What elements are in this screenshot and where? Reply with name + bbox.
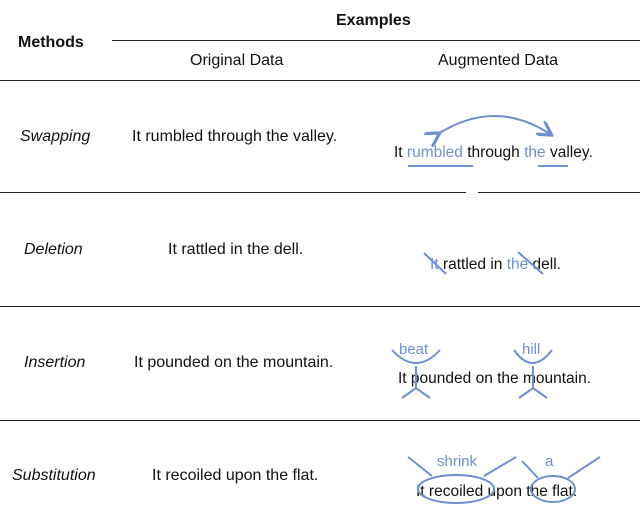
row-rule-2 (0, 306, 640, 307)
augmented-insertion: It pounded on the mountain. (398, 370, 592, 387)
examples-header: Examples (336, 12, 411, 29)
original-swapping: It rumbled through the valley. (132, 128, 338, 145)
sub-connector-1b (483, 456, 517, 477)
augmented-swapping: It rumbled through the valley. (394, 144, 593, 162)
method-substitution: Substitution (12, 467, 96, 484)
inserted-word-2: hill (522, 341, 541, 358)
aug-text: dell. (528, 256, 561, 273)
augmented-data-header: Augmented Data (438, 52, 559, 69)
row-rule-1b (478, 192, 640, 193)
deleted-word-2: the (506, 256, 529, 273)
method-insertion: Insertion (24, 354, 86, 371)
augmented-substitution: It recoiled upon the flat. (416, 483, 578, 500)
method-swapping: Swapping (20, 128, 91, 145)
swap-arrow (438, 115, 550, 134)
header-bottom-rule (0, 80, 640, 81)
sub-connector-1a (407, 456, 433, 477)
row-rule-1a (0, 192, 466, 193)
substitute-word-2: a (545, 453, 554, 470)
swapped-word-2: the (524, 144, 546, 161)
aug-text: It (394, 144, 407, 161)
aug-text: through (462, 144, 525, 161)
original-insertion: It pounded on the mountain. (134, 354, 334, 371)
original-deletion: It rattled in the dell. (168, 241, 304, 258)
substitute-word-1: shrink (437, 453, 478, 470)
original-substitution: It recoiled upon the flat. (152, 467, 319, 484)
sub-connector-2a (521, 460, 539, 479)
examples-underline (112, 40, 640, 41)
inserted-word-1: beat (399, 341, 429, 358)
aug-text: valley. (545, 144, 593, 161)
method-deletion: Deletion (24, 241, 83, 258)
methods-header: Methods (18, 34, 84, 51)
augmented-deletion: It rattled in the dell. (430, 256, 561, 274)
row-rule-3 (0, 420, 640, 421)
swapped-word-1: rumbled (406, 144, 463, 161)
original-data-header: Original Data (190, 52, 284, 69)
sub-connector-2b (567, 456, 601, 479)
deleted-word-1: It (430, 256, 439, 273)
aug-text: rattled in (438, 256, 507, 273)
